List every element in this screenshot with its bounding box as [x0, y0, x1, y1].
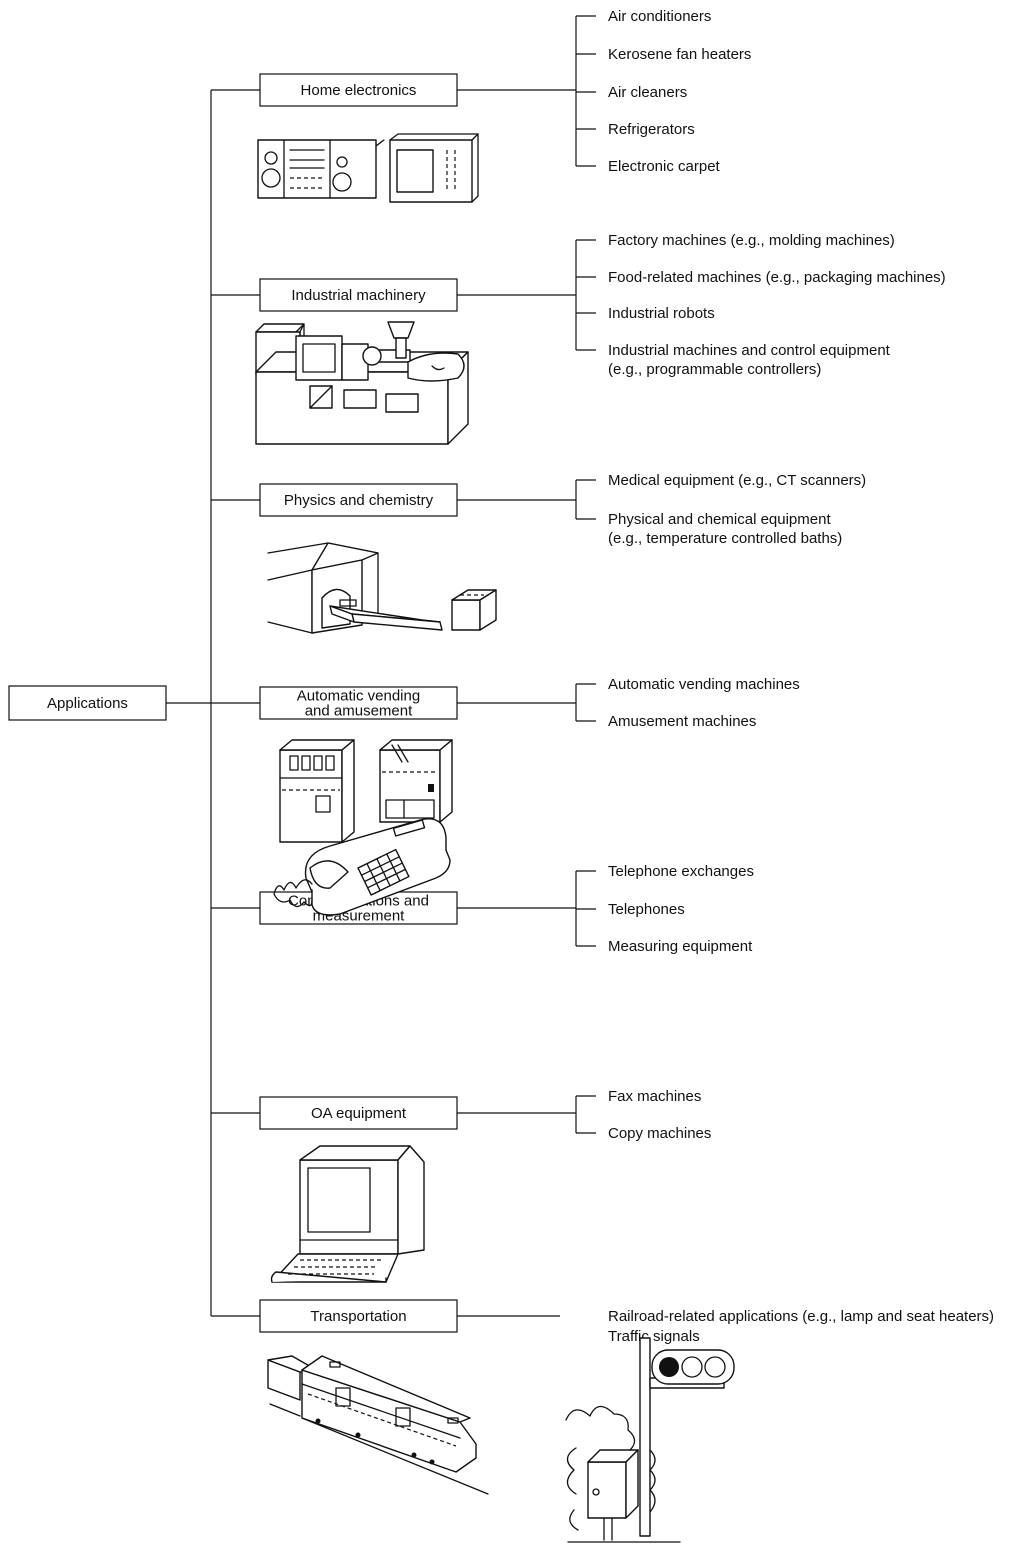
physics-and-chemistry-label: Physics and chemistry: [284, 492, 434, 509]
computer-terminal-illustration: [270, 1145, 425, 1283]
list-item: Air conditioners: [608, 8, 711, 25]
list-item: Amusement machines: [608, 713, 756, 730]
list-item: Telephone exchanges: [608, 863, 754, 880]
home-electronics-label: Home electronics: [301, 82, 417, 99]
list-item: Industrial robots: [608, 305, 715, 322]
ct-scanner-illustration: [267, 542, 497, 634]
vending-machines-illustration: [279, 739, 453, 843]
automatic-vending-and-amusement-label: and amusement: [305, 703, 413, 720]
list-item: Food-related machines (e.g., packaging m…: [608, 269, 946, 286]
list-item: Physical and chemical equipment: [608, 511, 831, 528]
list-item: Refrigerators: [608, 121, 695, 138]
list-item: (e.g., temperature controlled baths): [608, 530, 842, 547]
oa-equipment-box: [259, 1096, 458, 1130]
category-branches: Home electronics Air conditionersKerosene…: [211, 8, 994, 1345]
transportation-box: [259, 1299, 458, 1333]
list-item: Electronic carpet: [608, 158, 721, 175]
automatic-vending-and-amusement-box: [259, 686, 458, 720]
list-item: Kerosene fan heaters: [608, 46, 751, 63]
telephone-illustration: [273, 818, 451, 916]
stereo-and-microwave-illustration: [257, 133, 479, 203]
list-item: Measuring equipment: [608, 938, 753, 955]
list-item: Traffic signals: [608, 1328, 700, 1345]
list-item: Industrial machines and control equipmen…: [608, 342, 891, 359]
physics-and-chemistry-box: [259, 483, 458, 517]
automatic-vending-and-amusement-label: Automatic vending: [297, 688, 420, 705]
list-item: Telephones: [608, 901, 685, 918]
list-item: Automatic vending machines: [608, 676, 800, 693]
list-item: Air cleaners: [608, 84, 687, 101]
oa-equipment-label: OA equipment: [311, 1105, 407, 1122]
industrial-machinery-label: Industrial machinery: [291, 287, 426, 304]
molding-machine-illustration: [255, 321, 469, 445]
list-item: Fax machines: [608, 1088, 701, 1105]
list-item: Factory machines (e.g., molding machines…: [608, 232, 895, 249]
train-and-traffic-signal-illustration: [267, 1337, 735, 1543]
root-label: Applications: [47, 695, 128, 712]
root-node: Applications: [8, 685, 167, 721]
home-electronics-box: [259, 73, 458, 107]
list-item: Medical equipment (e.g., CT scanners): [608, 472, 866, 489]
list-item: (e.g., programmable controllers): [608, 361, 821, 378]
list-item: Railroad-related applications (e.g., lam…: [608, 1308, 994, 1325]
transportation-label: Transportation: [310, 1308, 406, 1325]
list-item: Copy machines: [608, 1125, 711, 1142]
